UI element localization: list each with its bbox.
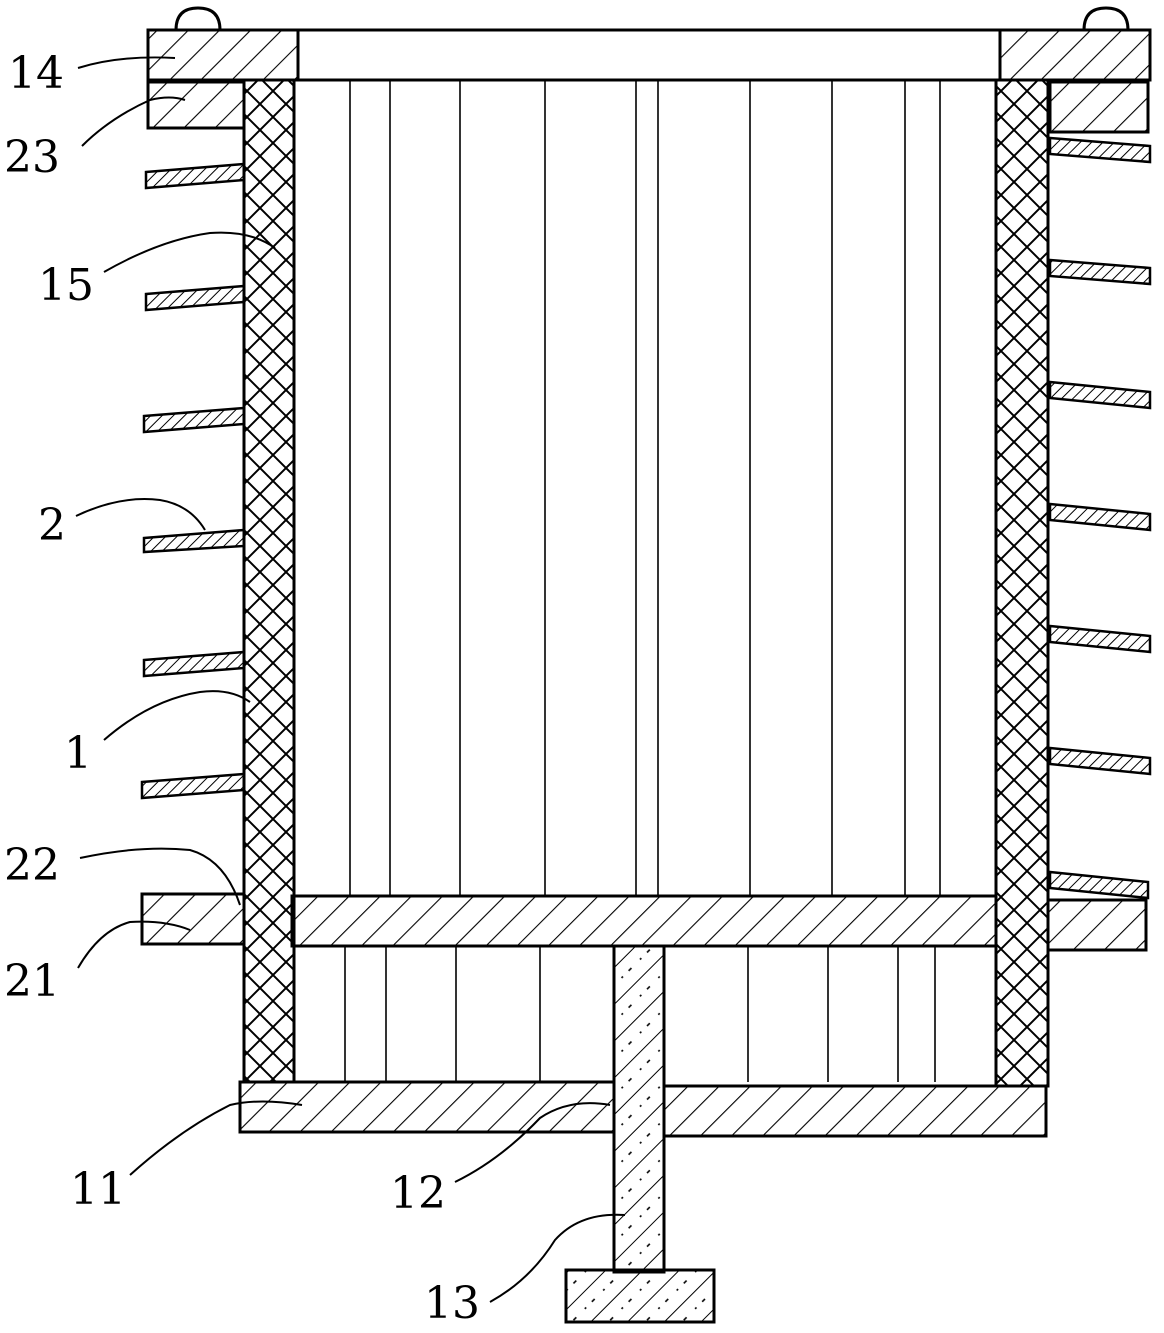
shaft: [564, 944, 716, 1324]
middle-plate: [140, 892, 1148, 952]
leader-lines: [75, 56, 626, 1303]
label-21: 21: [4, 956, 60, 1007]
lower-chamber: [344, 946, 936, 1082]
label-12: 12: [390, 1168, 446, 1219]
upper-ring: [146, 80, 1150, 134]
right-bolt-head: [1082, 6, 1130, 31]
label-15: 15: [38, 260, 94, 311]
label-11: 11: [70, 1164, 126, 1215]
label-23: 23: [4, 132, 60, 183]
label-22: 22: [4, 840, 60, 891]
left-fins: [140, 162, 246, 800]
label-14: 14: [8, 48, 64, 99]
left-bolt-head: [174, 6, 222, 31]
top-flange: [146, 6, 1152, 82]
reference-labels: 14 23 15 2 1 22 21 11 12 13: [4, 48, 480, 1329]
right-fins: [1048, 136, 1152, 900]
label-13: 13: [424, 1278, 480, 1329]
insulating-wall: [242, 78, 1050, 1088]
inner-chamber: [292, 78, 998, 898]
label-2: 2: [38, 500, 66, 551]
label-1: 1: [64, 728, 92, 779]
